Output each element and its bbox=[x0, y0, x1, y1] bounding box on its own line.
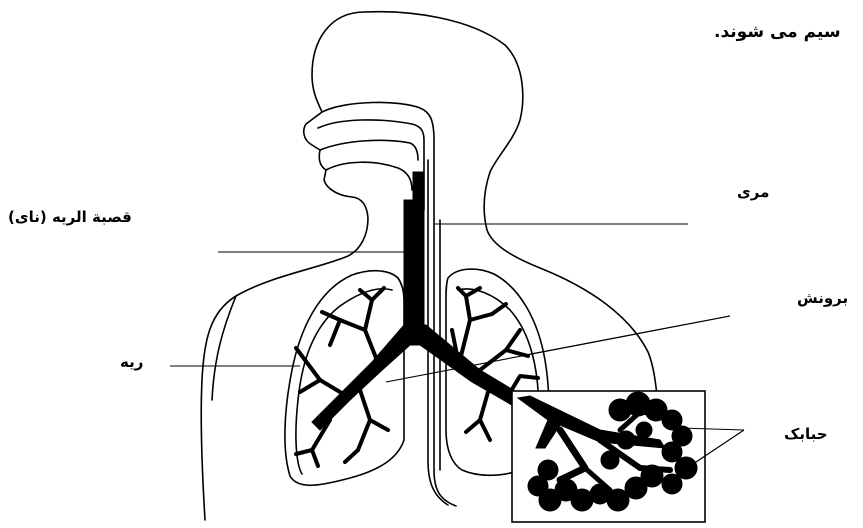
alveoli-label: حبابک bbox=[784, 425, 828, 443]
esophagus-label: مری bbox=[737, 183, 769, 201]
lung-label: ريه bbox=[120, 353, 143, 371]
trachea bbox=[404, 172, 424, 330]
bronchi-label: برونش bbox=[797, 289, 848, 307]
trachea-label: قصبة الريه (نای) bbox=[8, 208, 132, 226]
caption-fragment: سیم می شوند. bbox=[714, 22, 841, 42]
alveoli-inset bbox=[512, 391, 705, 522]
